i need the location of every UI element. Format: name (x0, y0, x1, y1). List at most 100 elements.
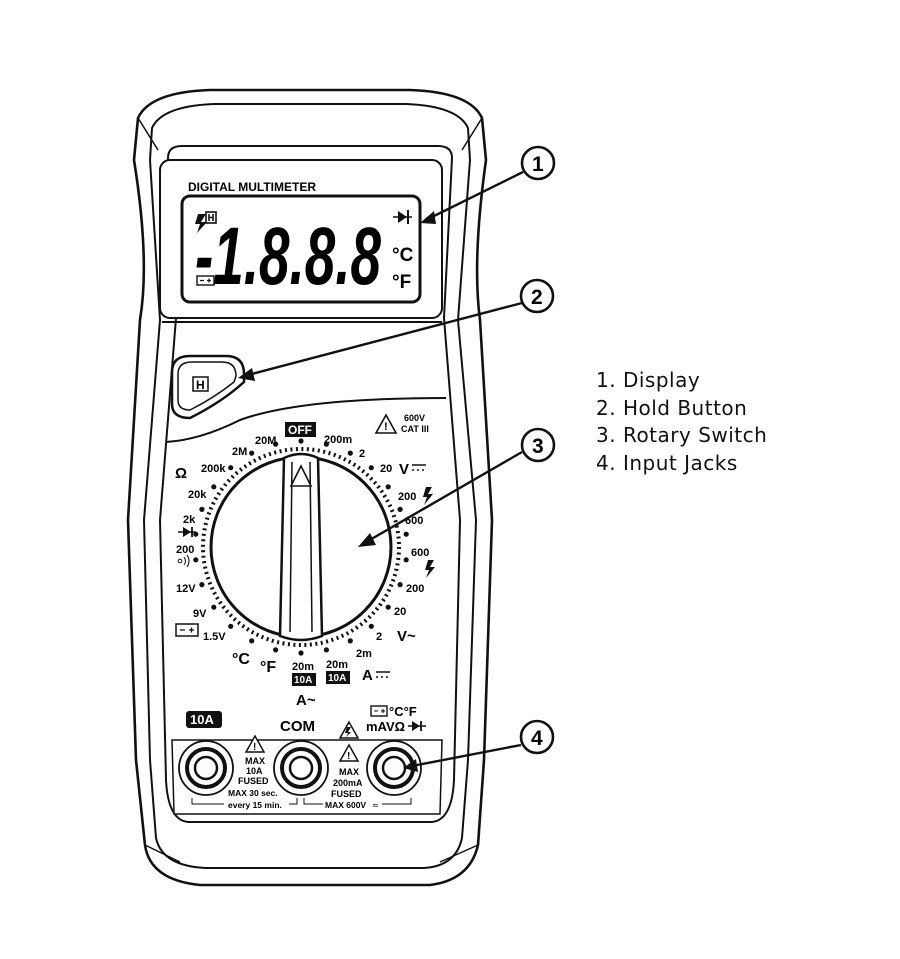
tenA-note-line: MAX 30 sec. (228, 788, 278, 798)
dial-range-label[interactable]: 20k (188, 489, 207, 501)
legend-item: 4. Input Jacks (596, 450, 738, 475)
dial-position-dot (211, 604, 217, 610)
main-note: MAX 600V (325, 800, 366, 810)
ac-dc-symbol: ≂ (372, 801, 379, 810)
dial-position-dot (249, 450, 255, 456)
dial-range-label[interactable]: 20 (380, 463, 392, 475)
shell-corner-tr (461, 117, 483, 151)
main-jack-label-bottom: mAVΩ (366, 719, 405, 734)
tenA-warning-line: MAX (245, 756, 265, 766)
dial-position-dot (368, 623, 374, 629)
dial-range-label[interactable]: 200 (398, 491, 416, 503)
svg-text:!: ! (384, 421, 388, 433)
callout-arrow-4 (403, 743, 522, 772)
dial-range-label[interactable]: 2M (232, 446, 247, 458)
dial-range-label[interactable]: 2m (356, 648, 372, 660)
dial-range-label[interactable]: 1.5V (203, 631, 226, 643)
svg-text:!: ! (347, 751, 350, 762)
lcd-hold-indicator-icon (205, 211, 217, 224)
main-warning-line: FUSED (331, 789, 362, 799)
diode-icon (178, 527, 196, 537)
dial-position-dot (228, 623, 234, 629)
svg-text:1: 1 (532, 153, 544, 176)
dial-position-dot (397, 506, 403, 512)
legend: 1. Display 2. Hold Button 3. Rotary Swit… (596, 367, 767, 477)
dial-position-dot (368, 465, 374, 471)
dial-off-label[interactable]: OFF (288, 423, 312, 437)
dial-range-label[interactable]: °C (232, 651, 250, 668)
dial-range-label[interactable]: 200 (176, 544, 194, 556)
dial-position-dot (347, 638, 353, 644)
dial-position-dot (347, 450, 353, 456)
note-bracket (303, 798, 412, 805)
lcd-diode-icon (393, 210, 412, 224)
callout-badge-2: 2 (519, 278, 555, 314)
dial-range-label[interactable]: 10A (294, 675, 312, 686)
dial-range-label[interactable]: 10A (328, 673, 346, 684)
warning-icon (244, 734, 266, 753)
dial-position-dot (228, 465, 234, 471)
dial-range-label[interactable]: 12V (176, 583, 196, 595)
dial-position-dot (199, 582, 205, 588)
com-jack-label: COM (280, 718, 315, 735)
com-jack[interactable] (273, 740, 329, 796)
dial-range-label[interactable]: 200k (201, 463, 226, 475)
device-title: DIGITAL MULTIMETER (188, 180, 316, 194)
dial-position-dot (385, 484, 391, 490)
tenA-warning-line: 10A (246, 766, 263, 776)
high-voltage-icon (423, 487, 433, 505)
main-warning-line: 200mA (333, 778, 363, 788)
callout-badge-4: 4 (519, 719, 555, 755)
dial-position-dot (211, 484, 217, 490)
tenA-box (292, 673, 316, 686)
main-jack-label-icons (370, 705, 388, 717)
dial-range-label[interactable]: 20m (292, 661, 314, 673)
dial-range-label[interactable]: 20m (326, 659, 348, 671)
tenA-jack-label: 10A (190, 712, 214, 727)
dial-range-label[interactable]: 9V (193, 608, 207, 620)
dial-range-label[interactable]: 2 (359, 448, 365, 460)
legend-item: 3. Rotary Switch (596, 423, 768, 447)
dial-range-label[interactable]: 20M (255, 435, 276, 447)
svg-text:4: 4 (531, 727, 543, 750)
dial-position-dot (298, 438, 304, 444)
tenA-warning-line: FUSED (238, 776, 269, 786)
lcd-unit-celsius: °C (392, 245, 414, 266)
dial-position-dot (193, 557, 199, 563)
dial-range-label[interactable]: 600 (411, 547, 429, 559)
dial-range-label[interactable]: 200m (324, 434, 352, 446)
svg-text:!: ! (253, 742, 256, 753)
lcd-screen (180, 194, 422, 304)
legend-item: 1. Display (596, 368, 701, 392)
dial-range-label[interactable]: 200 (406, 583, 424, 595)
dial-position-dot (298, 650, 304, 656)
dial-range-label[interactable]: °F (260, 659, 276, 676)
dial-position-dot (385, 604, 391, 610)
callout-arrow-3 (358, 450, 523, 547)
svg-text:2: 2 (531, 286, 543, 309)
note-bracket (191, 798, 298, 805)
rotary-switch[interactable] (201, 447, 401, 647)
shell-corner-tl (137, 117, 159, 151)
high-voltage-icon (425, 560, 435, 578)
dial-range-label[interactable]: 2k (183, 514, 196, 526)
dial-position-dot (323, 647, 329, 653)
continuity-icon (177, 554, 190, 568)
dial-range-label[interactable]: 2 (376, 631, 382, 643)
dial-range-label[interactable]: 20 (394, 606, 406, 618)
dc-symbol-icon (412, 464, 426, 471)
callout-arrow-2 (238, 301, 523, 381)
hold-button[interactable]: H (170, 354, 246, 420)
dial-pointer-triangle-icon (289, 464, 313, 487)
tenA-jack[interactable] (178, 740, 234, 796)
dial-position-dot (273, 647, 279, 653)
dial-position-dot (403, 531, 409, 537)
aca-function-label: A~ (296, 692, 316, 709)
tenA-note-line: every 15 min. (228, 800, 282, 810)
cat-rating: ! 600V CAT III (374, 413, 429, 434)
lcd-unit-fahrenheit: °F (392, 272, 411, 293)
callout-arrow-1 (420, 170, 524, 224)
panel-divider-curve (165, 397, 447, 443)
dial-position-dot (249, 638, 255, 644)
